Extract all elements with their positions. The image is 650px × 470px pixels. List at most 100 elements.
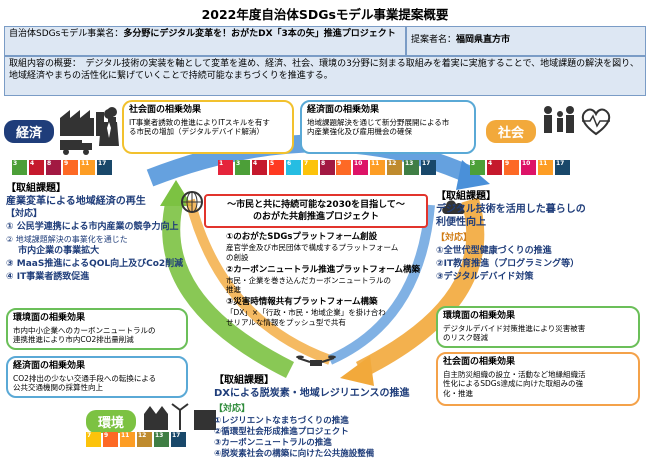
drone-icon (296, 355, 336, 366)
synergy-line: のリスク軽減 (443, 333, 488, 343)
family-icon (544, 106, 574, 133)
sdg-goal-13-icon: 13 (154, 432, 169, 447)
measure-item: ②循環型社会形成推進プロジェクト (214, 426, 349, 437)
sdg-goal-3-icon: 3 (235, 160, 250, 175)
measure-item: ③カーボンニュートラルの推進 (214, 437, 332, 448)
synergy-line: 性化によるSDGs達成に向けた取組みの強 (443, 379, 584, 389)
sdg-goal-11-icon: 11 (370, 160, 385, 175)
summary-label: 取組内容の概要： (9, 59, 77, 69)
economy-label: 経済 (4, 120, 54, 143)
sdg-goal-12-icon: 12 (137, 432, 152, 447)
arrow-green-left (162, 197, 295, 379)
project-name-cell: 自治体SDGsモデル事業名：多分野にデジタル変革を！おがたDX「3本の矢」推進プ… (4, 26, 406, 56)
synergy-economy-from-society: 経済面の相乗効果 地域課題解決を通じて新分野展開による市 内産業強化及び雇用機会… (300, 100, 476, 154)
issue-heading: 【取組課題】 (436, 191, 496, 202)
sdg-goal-9-icon: 9 (336, 160, 351, 175)
synergy-society-from-environment: 社会面の相乗効果 自主防災組織の設立・活動など地縁組織活 性化によるSDGs達成… (436, 352, 640, 406)
center-item-line: 「DX」×「行政・市民・地域企業」を掛け合わ (226, 308, 386, 318)
network-icon (181, 191, 203, 213)
center-item-line: せリアルな情報をプッシュ型で共有 (226, 317, 346, 327)
center-item-title: ②カーボンニュートラル推進プラットフォーム構築 (226, 264, 420, 275)
measure-item: ②IT教育推進（プログラミング等） (436, 258, 580, 269)
sdg-goal-10-icon: 10 (353, 160, 368, 175)
sdg-goal-4-icon: 4 (487, 160, 502, 175)
measures-label: 【対応】 (214, 404, 251, 414)
center-line2: のおがた共創推進プロジェクト (252, 212, 379, 223)
economy-issue: 【取組課題】 産業変革による地域経済の再生 【対応】 ① 公民学連携による市内産… (6, 182, 206, 284)
sdg-goal-13-icon: 13 (404, 160, 419, 175)
summary-cell: 取組内容の概要： デジタル技術の実装を軸として変革を進め、経済、社会、環境の3分… (4, 56, 646, 96)
sdg-goal-4-icon: 4 (29, 160, 44, 175)
synergy-title: 環境面の相乗効果 (13, 313, 86, 323)
sdg-goal-8-icon: 8 (320, 160, 335, 175)
synergy-line: 連携推進により市内CO2排出量削減 (13, 335, 134, 345)
synergy-line: 化・推進 (443, 389, 473, 399)
measure-item: ② 地域課題解決の事業化を通じた (6, 234, 128, 244)
measure-item: ①全世代型健康づくりの推進 (436, 245, 552, 256)
issue-title: DXによる脱炭素・地域レジリエンスの推進 (214, 388, 410, 399)
center-project-title: ～市民と共に持続可能な2030を目指して～ のおがた共創推進プロジェクト (204, 194, 428, 229)
sdg-goal-8-icon: 8 (46, 160, 61, 175)
synergy-title: 経済面の相乗効果 (307, 105, 380, 115)
synergy-line: 市内中小企業へのカーボンニュートラルの (13, 325, 156, 335)
sdg-goal-9-icon: 9 (63, 160, 78, 175)
synergy-line: 公共交通機関の採算性向上 (13, 383, 103, 393)
measure-item: ④脱炭素社会の構築に向けた公共施設整備 (214, 448, 375, 459)
issue-heading: 【取組課題】 (6, 183, 66, 194)
issue-title: 利便性向上 (436, 217, 486, 228)
center-item-line: 産官学金及び市民団体で構成するプラットフォーム (226, 243, 399, 253)
synergy-line: 内産業強化及び雇用機会の確保 (307, 127, 412, 137)
page-title: 2022年度自治体SDGsモデル事業提案概要 (201, 7, 449, 22)
synergy-society-from-economy: 社会面の相乗効果 IT事業者誘致の推進によりITスキルを有す る市民の増加（デジ… (122, 100, 294, 154)
arrow-green-head (160, 180, 192, 206)
synergy-line: 自主防災組織の設立・活動など地縁組織活 (443, 369, 586, 379)
sdg-goal-7-icon: 7 (86, 432, 101, 447)
sdg-goal-11-icon: 11 (538, 160, 553, 175)
sdg-goal-3-icon: 3 (12, 160, 27, 175)
sdg-goal-17-icon: 17 (421, 160, 436, 175)
project-label: 自治体SDGsモデル事業名： (9, 29, 124, 39)
proposer-label: 提案者名： (411, 35, 457, 45)
society-label: 社会 (486, 120, 536, 143)
issue-title: 産業変革による地域経済の再生 (6, 196, 146, 207)
arrow-orange-head (340, 356, 374, 386)
measure-item: ① 公民学連携による市内産業の競争力向上 (6, 221, 179, 232)
heart-icon (581, 108, 611, 136)
sdg-goal-1-icon: 1 (218, 160, 233, 175)
sdg-goal-10-icon: 10 (521, 160, 536, 175)
center-item-line: の創設 (226, 252, 249, 262)
businessman-icon (99, 109, 119, 146)
sdg-goal-12-icon: 12 (387, 160, 402, 175)
sdg-goal-5-icon: 5 (269, 160, 284, 175)
synergy-line: る市民の増加（デジタルデバイド解消） (129, 127, 264, 137)
synergy-economy-from-environment: 経済面の相乗効果 CO2排出の少ない交通手段への転換による 公共交通機関の採算性… (6, 356, 188, 398)
issue-title: デジタル技術を活用した暮らしの (436, 204, 586, 215)
arrow-blue-head (456, 160, 490, 190)
measure-item: ③ MaaS推進によるQOL向上及びCo2削減 (6, 258, 184, 269)
sdg-goal-17-icon: 17 (555, 160, 570, 175)
measure-item: ①レジリエントなまちづくりの推進 (214, 415, 349, 426)
sdg-goal-17-icon: 17 (171, 432, 186, 447)
society-issue: 【取組課題】 デジタル技術を活用した暮らしの 利便性向上 【対応】 ①全世代型健… (436, 190, 646, 284)
environment-issue: 【取組課題】 DXによる脱炭素・地域レジリエンスの推進 【対応】 ①レジリエント… (214, 374, 434, 460)
synergy-title: 経済面の相乗効果 (13, 361, 86, 371)
synergy-environment-from-society: 環境面の相乗効果 デジタルデバイド対策推進により災害被害 のリスク軽減 (436, 306, 640, 348)
synergy-environment-from-economy: 環境面の相乗効果 市内中小企業へのカーボンニュートラルの 連携推進により市内CO… (6, 308, 188, 350)
sdg-goal-17-icon: 17 (97, 160, 112, 175)
synergy-line: CO2排出の少ない交通手段への転換による (13, 373, 157, 383)
arrow-blue-inner (327, 204, 435, 365)
sdg-goal-11-icon: 11 (80, 160, 95, 175)
measures-label: 【対応】 (6, 209, 43, 219)
center-items: ①のおがたSDGsプラットフォーム創設 産官学金及び市民団体で構成するプラットフ… (226, 232, 432, 328)
arrow-orange-right (355, 197, 485, 379)
center-item-title: ③災害時情報共有プラットフォーム構築 (226, 297, 378, 308)
project-name: 多分野にデジタル変革を！おがたDX「3本の矢」推進プロジェクト (123, 29, 396, 39)
proposer-name: 福岡県直方市 (456, 35, 511, 45)
issue-heading: 【取組課題】 (214, 375, 274, 386)
sdg-goal-9-icon: 9 (504, 160, 519, 175)
